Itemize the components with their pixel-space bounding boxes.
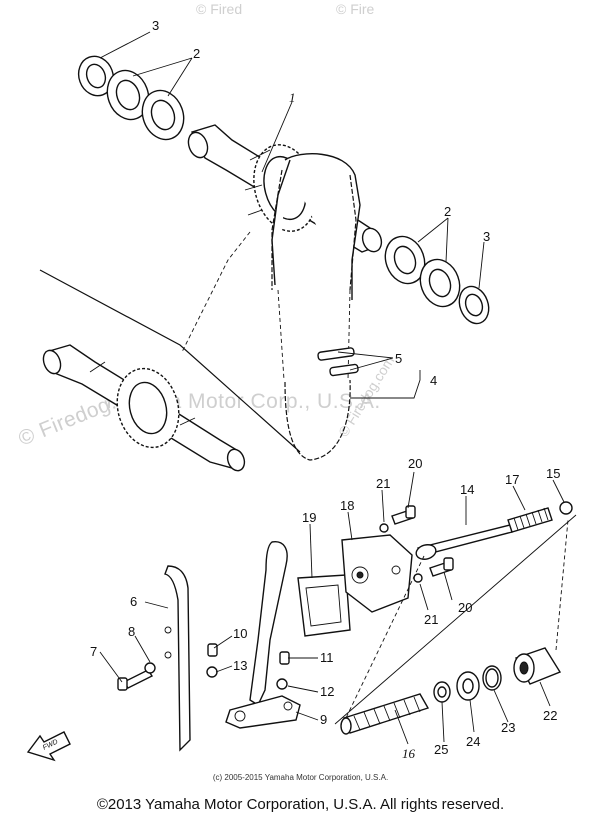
- callout-2-right: 2: [444, 204, 451, 219]
- callout-6: 6: [130, 594, 137, 609]
- bolt-11: [279, 651, 290, 665]
- alignment-line-2: [334, 514, 577, 725]
- push-spring: [340, 693, 430, 735]
- bolt-10: [207, 643, 218, 657]
- callout-14: 14: [460, 482, 474, 497]
- callout-13: 13: [233, 658, 247, 673]
- callout-5: 5: [395, 351, 402, 366]
- callout-7: 7: [90, 644, 97, 659]
- gasket: [297, 574, 351, 637]
- oil-seal-top: [77, 55, 115, 97]
- cam-chain: [271, 153, 361, 461]
- cap-22: [513, 647, 562, 685]
- bearing-top-2: [141, 89, 185, 141]
- callout-9: 9: [320, 712, 327, 727]
- footer-small-copyright: (c) 2005-2015 Yamaha Motor Corporation, …: [212, 773, 389, 782]
- alignment-dashed-3: [555, 519, 569, 651]
- callout-1: 1: [289, 90, 296, 105]
- chain-master-link: [317, 347, 359, 377]
- alignment-dashed-1: [344, 555, 425, 721]
- washer-lower: [413, 573, 423, 583]
- callout-3-top: 3: [152, 18, 159, 33]
- oil-seal-right: [458, 285, 490, 325]
- callout-22: 22: [543, 708, 557, 723]
- tensioner-rod: [415, 524, 513, 560]
- bearing-top-1: [106, 69, 150, 121]
- callout-4: 4: [430, 373, 437, 388]
- callout-8: 8: [128, 624, 135, 639]
- chain-guide: [164, 565, 191, 752]
- washer-12: [276, 678, 288, 690]
- reference-dashed-line: [181, 231, 251, 353]
- bolt-7: [117, 669, 154, 691]
- bearing-right-2: [419, 258, 461, 308]
- callout-20-top: 20: [408, 456, 422, 471]
- callout-10: 10: [233, 626, 247, 641]
- leader-lines: [99, 31, 565, 745]
- section-divider-line: [39, 269, 301, 453]
- callout-19: 19: [302, 510, 316, 525]
- callout-20-bottom: 20: [458, 600, 472, 615]
- fwd-arrow-icon: FWD: [26, 731, 71, 762]
- callout-18: 18: [340, 498, 354, 513]
- callout-16: 16: [402, 746, 416, 761]
- callout-12: 12: [320, 684, 334, 699]
- footer-copyright: ©2013 Yamaha Motor Corporation, U.S.A. A…: [96, 796, 505, 813]
- callout-21-bottom: 21: [424, 612, 438, 627]
- bolt-upper: [391, 505, 416, 525]
- tensioner-housing: [341, 534, 413, 613]
- callout-3-right: 3: [483, 229, 490, 244]
- callout-15: 15: [546, 466, 560, 481]
- callout-11: 11: [320, 650, 334, 665]
- o-ring-23: [482, 665, 502, 691]
- washer-13: [206, 666, 218, 678]
- watermark-top-left: © Fired: [196, 1, 242, 17]
- washer-upper: [379, 523, 389, 533]
- callout-25: 25: [434, 742, 448, 757]
- callout-2-top: 2: [193, 46, 200, 61]
- watermark-top-right: © Fire: [336, 1, 375, 17]
- nut-15: [559, 501, 573, 515]
- callout-17: 17: [505, 472, 519, 487]
- tensioner-arm: [225, 541, 301, 729]
- bolt-lower: [429, 557, 454, 577]
- washer-25: [433, 681, 451, 703]
- camshaft-lower-left: [42, 344, 246, 472]
- callout-23: 23: [501, 720, 515, 735]
- bearing-right-1: [384, 235, 426, 285]
- tensioner-spring: [507, 507, 553, 533]
- washer-8: [144, 662, 156, 674]
- callout-24: 24: [466, 734, 480, 749]
- callout-21-top: 21: [376, 476, 390, 491]
- callout-labels: 3 2 1 2 3 5 4 6 7 8 9 10 11 12 13 14 15 …: [90, 18, 560, 761]
- bushing-24: [456, 671, 480, 701]
